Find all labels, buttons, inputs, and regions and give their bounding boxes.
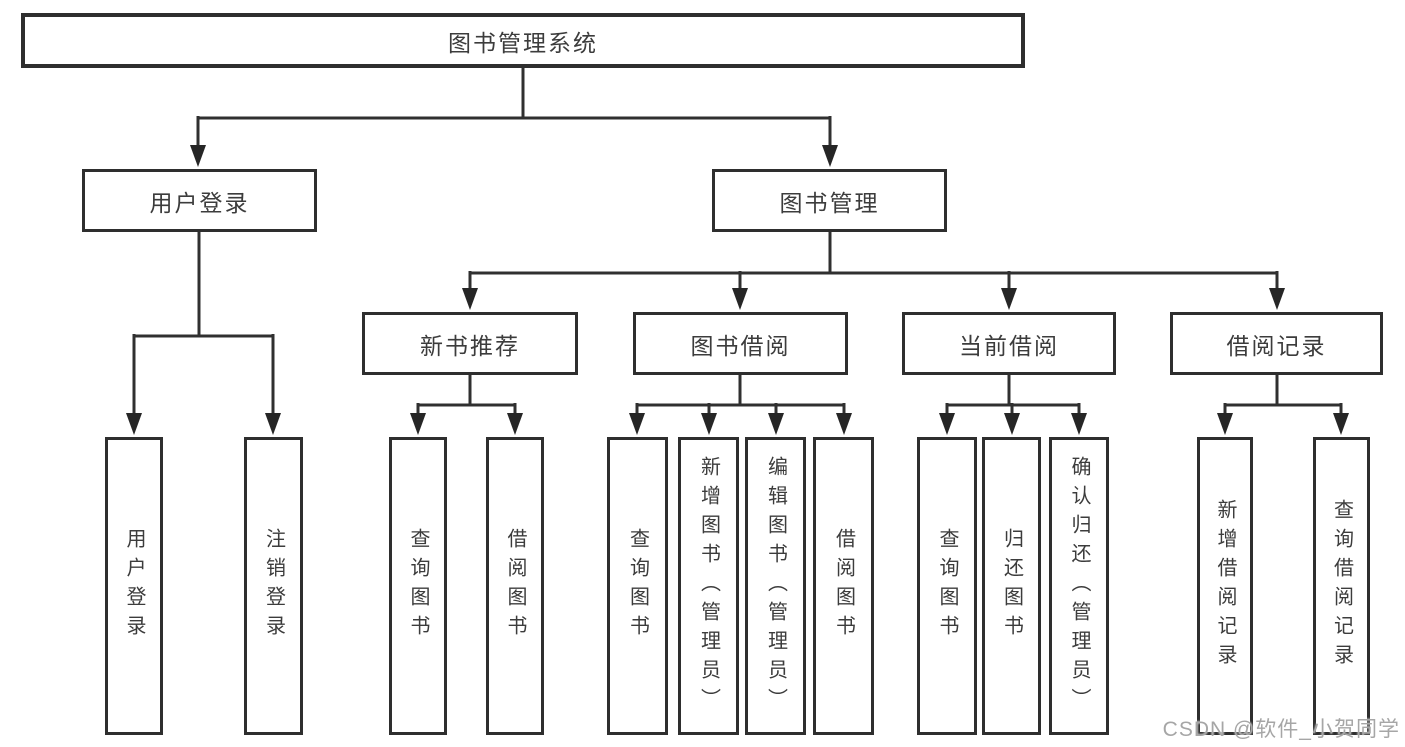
node-label: 查询借阅记录 <box>1330 499 1353 673</box>
arrow-to-rec-borrow-books <box>507 413 523 435</box>
arrow-to-current-borrow <box>1001 288 1017 310</box>
node-bb-edit-books: 编辑图书（管理员） <box>745 437 806 735</box>
arrow-to-bb-query-books <box>629 413 645 435</box>
node-book-mgmt: 图书管理 <box>712 169 947 232</box>
arrow-to-cb-return-books <box>1004 413 1020 435</box>
node-label: 新增图书（管理员） <box>697 455 720 717</box>
arrow-to-bb-edit-books <box>768 413 784 435</box>
node-label: 图书借阅 <box>690 332 791 359</box>
node-cb-query-books: 查询图书 <box>917 437 977 735</box>
node-label: 当前借阅 <box>959 332 1059 359</box>
node-cb-return-books: 归还图书 <box>982 437 1041 735</box>
node-library-system: 图书管理系统 <box>21 13 1025 68</box>
arrow-to-br-query-record <box>1333 413 1349 435</box>
arrow-to-book-borrow <box>732 288 748 310</box>
arrow-to-rec-query-books <box>410 413 426 435</box>
node-new-book-rec: 新书推荐 <box>362 312 578 375</box>
node-label: 编辑图书（管理员） <box>764 455 787 717</box>
node-label: 确认归还（管理员） <box>1068 455 1090 717</box>
arrow-to-bb-add-books <box>701 413 717 435</box>
node-leaf-user-login: 用户登录 <box>105 437 163 735</box>
node-leaf-logout: 注销登录 <box>244 437 303 735</box>
arrow-to-br-add-record <box>1217 413 1233 435</box>
arrowheads <box>126 145 1349 435</box>
node-label: 注销登录 <box>262 528 285 644</box>
node-label: 用户登录 <box>149 189 250 216</box>
node-label: 查询图书 <box>936 528 958 644</box>
node-borrow-records: 借阅记录 <box>1170 312 1383 375</box>
connector-book-mgmt-to-level3 <box>468 232 1279 289</box>
node-label: 借阅记录 <box>1226 332 1327 359</box>
node-bb-borrow-books: 借阅图书 <box>813 437 874 735</box>
arrow-to-cb-confirm-return <box>1071 413 1087 435</box>
node-label: 图书管理系统 <box>448 29 598 56</box>
node-label: 借阅图书 <box>504 528 526 644</box>
node-label: 查询图书 <box>407 528 429 644</box>
connector-book-borrow-to-children <box>635 375 846 413</box>
arrow-to-cb-query-books <box>939 413 955 435</box>
node-bb-query-books: 查询图书 <box>607 437 668 735</box>
arrow-to-leaf-logout <box>265 413 281 435</box>
connector-borrow-records-to-children <box>1223 375 1343 413</box>
node-user-login: 用户登录 <box>82 169 317 232</box>
node-current-borrow: 当前借阅 <box>902 312 1116 375</box>
node-label: 用户登录 <box>123 528 145 644</box>
connector-root-to-level2 <box>196 68 832 146</box>
node-br-query-record: 查询借阅记录 <box>1313 437 1370 735</box>
node-label: 借阅图书 <box>832 528 855 644</box>
node-label: 归还图书 <box>1000 528 1023 644</box>
node-label: 查询图书 <box>626 528 649 644</box>
watermark: CSDN @软件_小贺同学 <box>1162 718 1400 741</box>
arrow-to-borrow-records <box>1269 288 1285 310</box>
node-label: 新书推荐 <box>420 332 520 359</box>
node-bb-add-books: 新增图书（管理员） <box>678 437 739 735</box>
node-label: 新增借阅记录 <box>1214 499 1236 673</box>
node-cb-confirm-return: 确认归还（管理员） <box>1049 437 1109 735</box>
arrow-to-new-book-rec <box>462 288 478 310</box>
arrow-to-book-mgmt <box>822 145 838 167</box>
connector-user-login-to-children <box>132 232 275 413</box>
connector-current-borrow-to-children <box>945 375 1081 413</box>
node-book-borrow: 图书借阅 <box>633 312 848 375</box>
node-label: 图书管理 <box>779 189 880 216</box>
node-rec-query-books: 查询图书 <box>389 437 447 735</box>
connector-new-book-rec-to-children <box>416 375 517 413</box>
node-br-add-record: 新增借阅记录 <box>1197 437 1253 735</box>
arrow-to-bb-borrow-books <box>836 413 852 435</box>
node-rec-borrow-books: 借阅图书 <box>486 437 544 735</box>
arrow-to-leaf-user-login <box>126 413 142 435</box>
arrow-to-user-login <box>190 145 206 167</box>
